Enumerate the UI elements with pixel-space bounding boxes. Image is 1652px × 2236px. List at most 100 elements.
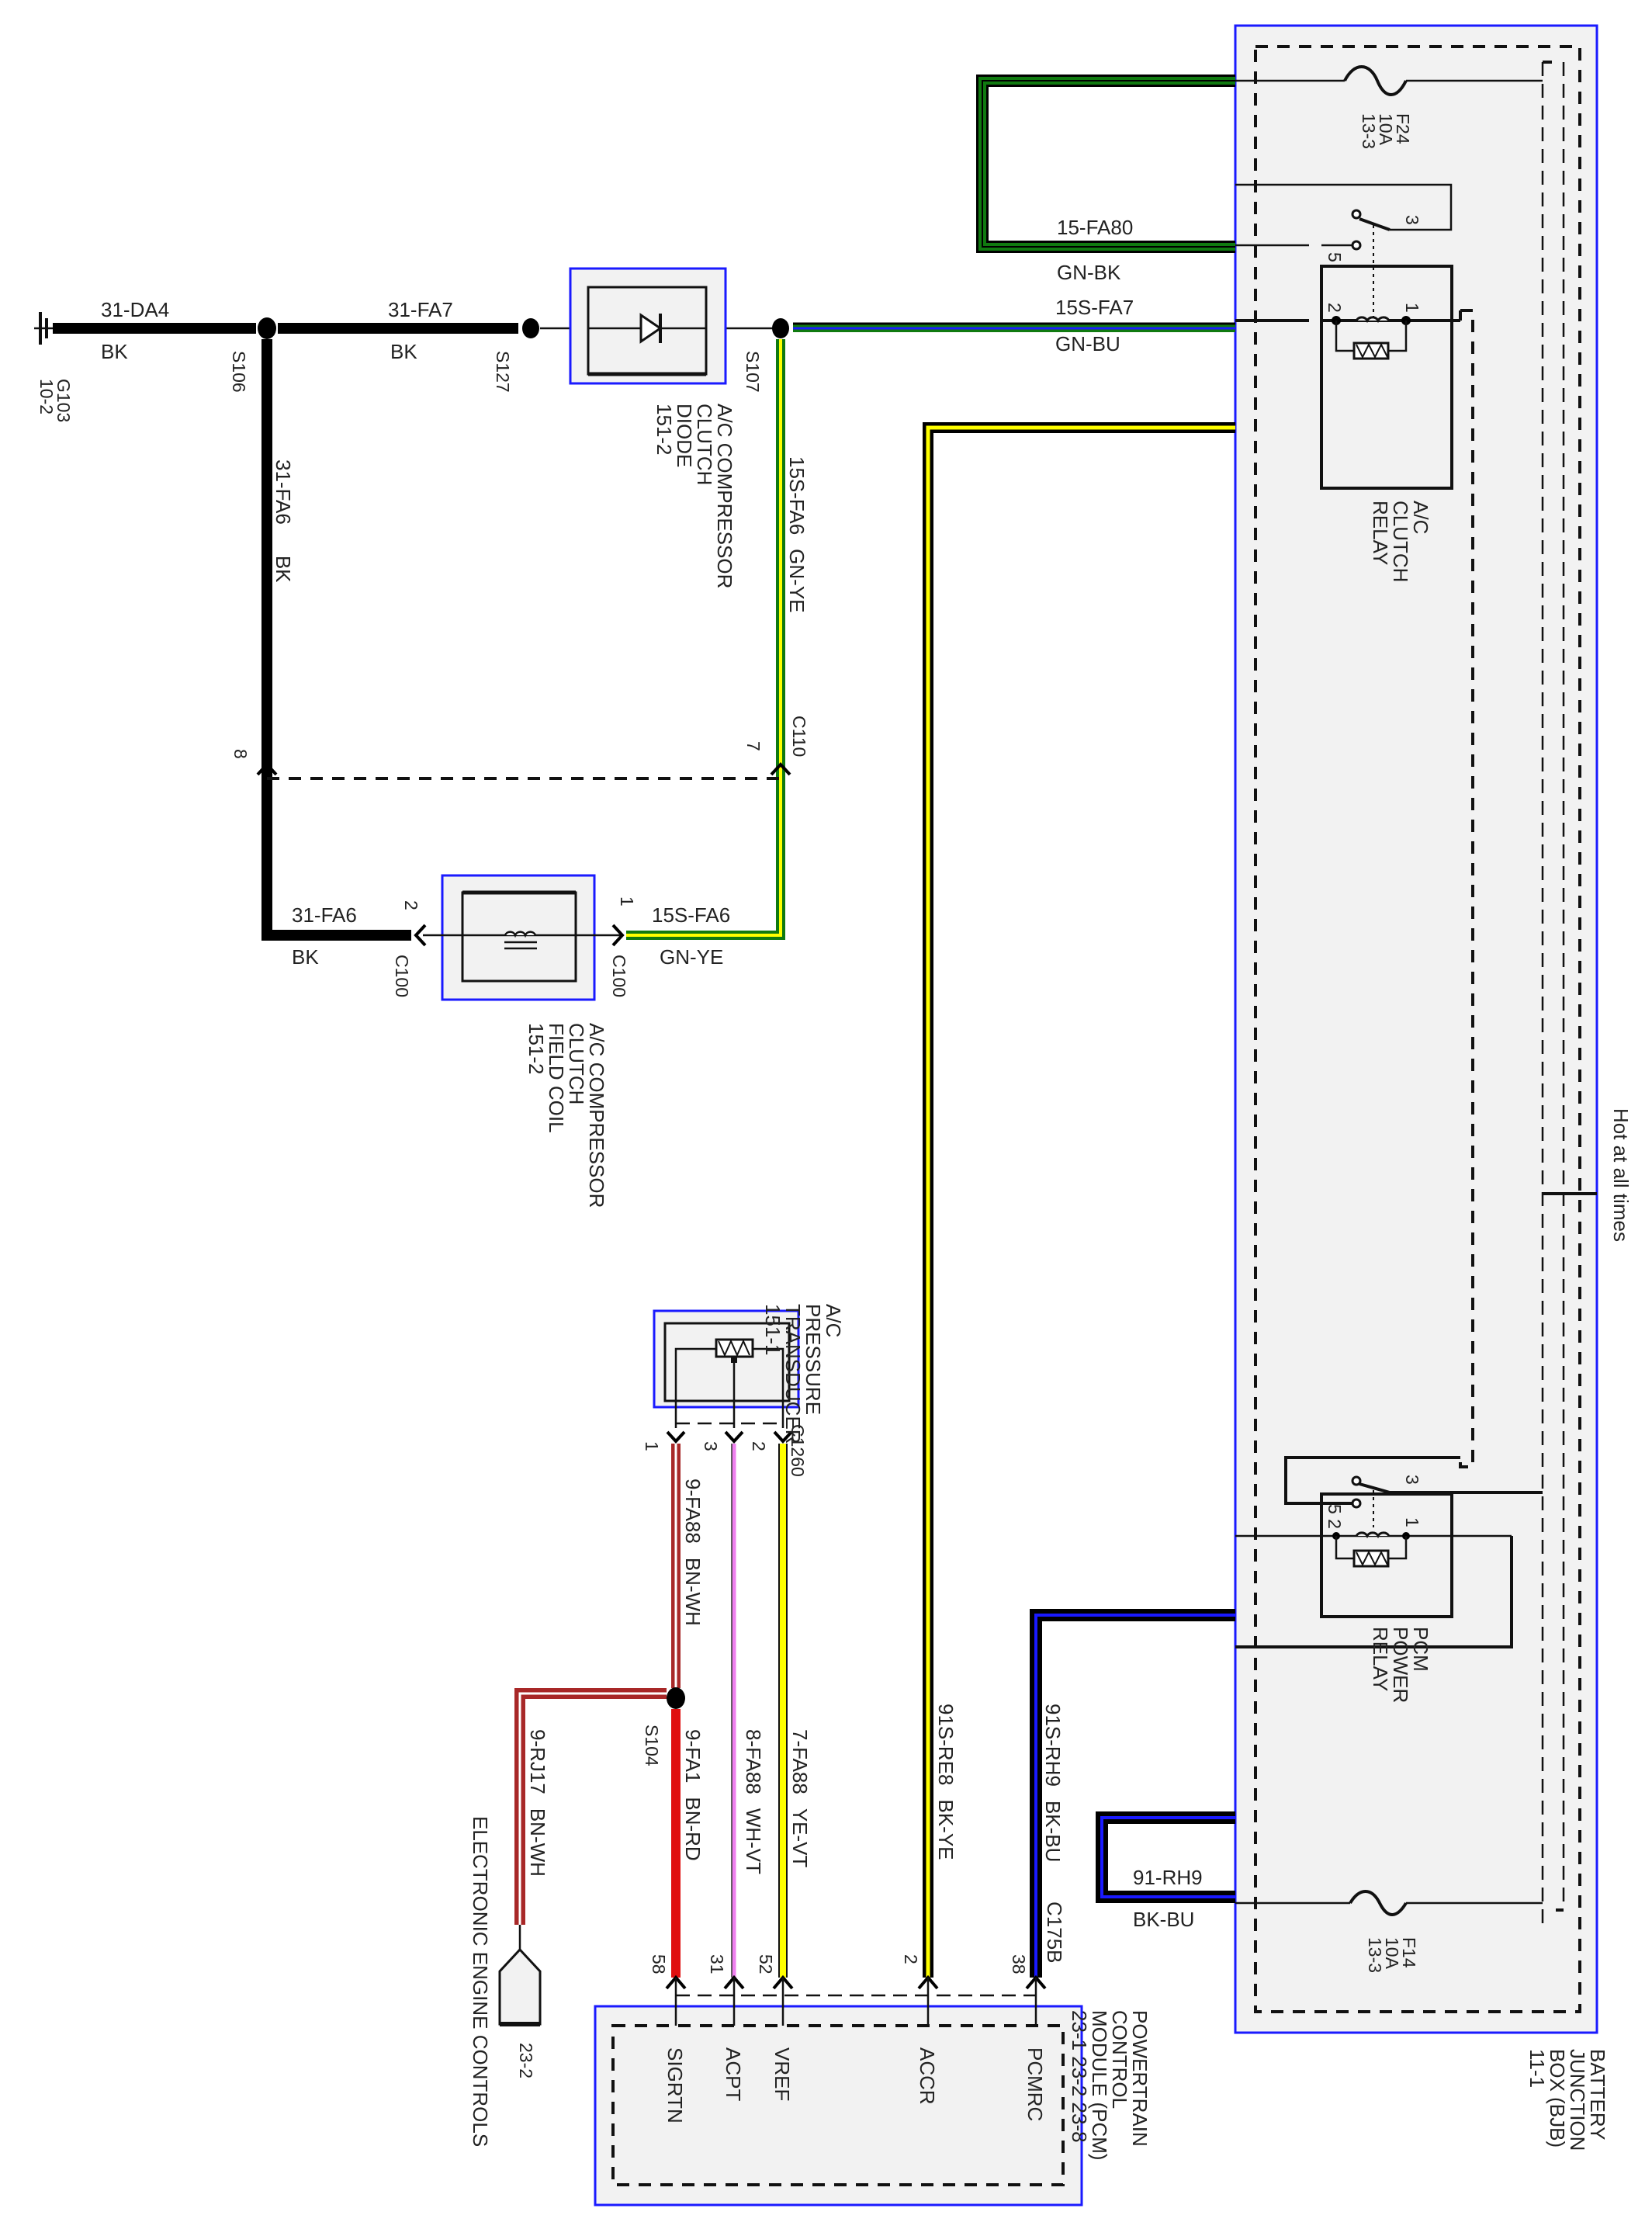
svg-text:BOX (BJB): BOX (BJB): [1546, 2049, 1569, 2148]
svg-text:PRESSURE: PRESSURE: [802, 1304, 825, 1415]
pcm-pin-name: VREF: [771, 2047, 794, 2101]
svg-text:PCM: PCM: [1409, 1627, 1432, 1672]
svg-text:11-1: 11-1: [1526, 2049, 1549, 2088]
c100-left-label: C100: [392, 955, 412, 997]
svg-text:10-2: 10-2: [36, 379, 57, 414]
svg-text:DIODE: DIODE: [673, 404, 696, 467]
wire-15s-fa6-circuit: 15S-FA6: [652, 903, 730, 927]
wire-15s-fa7[interactable]: [793, 322, 1235, 332]
ground-g103-label: G103 10-2: [36, 379, 74, 422]
pcm-power-relay[interactable]: [1235, 1456, 1543, 1648]
wire-31-fa6[interactable]: [261, 339, 411, 941]
splice-s106-label: S106: [229, 351, 249, 393]
svg-text:F14: F14: [1399, 1937, 1419, 1968]
wire-31-fa6-circuit: 31-FA6: [292, 903, 357, 927]
wire-91-rh9-color: BK-BU: [1133, 1908, 1194, 1931]
bjb-label: BATTERY JUNCTION BOX (BJB) 11-1: [1526, 2049, 1609, 2151]
fuse-f24-label: F24 10A 13-3: [1359, 113, 1413, 149]
svg-text:CONTROL: CONTROL: [1108, 2010, 1131, 2109]
wire-91s-re8-label: 91S-RE8BK-YE: [934, 1704, 958, 1860]
pcm-relay-label: PCM POWER RELAY: [1369, 1627, 1432, 1703]
svg-text:23-1 23-2 23-8: 23-1 23-2 23-8: [1068, 2010, 1091, 2143]
fuse-f24[interactable]: [1235, 65, 1543, 96]
pcm-pin-number: 58: [649, 1954, 669, 1974]
wire-31-da4-circuit: 31-DA4: [101, 298, 169, 321]
wire-31-fa7-color: BK: [390, 340, 417, 363]
c1260-pin-1: 1: [642, 1441, 662, 1451]
svg-text:1: 1: [1402, 303, 1422, 313]
connector-c110[interactable]: [256, 762, 791, 780]
wire-8-fa88[interactable]: [731, 1444, 736, 1978]
wire-91-rh9[interactable]: [1096, 1811, 1235, 1903]
pcm-pin-name: ACCR: [916, 2047, 939, 2105]
wire-91s-rh9[interactable]: [1030, 1609, 1235, 1978]
ac-pressure-transducer[interactable]: [653, 1309, 800, 1444]
powertrain-control-module[interactable]: [594, 1994, 1083, 2207]
svg-text:A/C: A/C: [1409, 501, 1432, 534]
eec-connector-icon[interactable]: [498, 1947, 542, 2026]
svg-text:BATTERY: BATTERY: [1586, 2049, 1609, 2141]
wire-91s-re8[interactable]: [923, 422, 1235, 1978]
svg-text:CLUTCH: CLUTCH: [565, 1023, 588, 1104]
svg-text:JUNCTION: JUNCTION: [1566, 2049, 1589, 2151]
wire-15s-fa7-color: GN-BU: [1055, 332, 1120, 355]
c110-pin-8: 8: [230, 749, 251, 759]
battery-junction-box[interactable]: [1234, 24, 1598, 2034]
svg-text:2: 2: [1325, 303, 1345, 313]
svg-text:RELAY: RELAY: [1369, 1627, 1392, 1691]
wire-15-fa80-circuit: 15-FA80: [1057, 216, 1133, 239]
wire-15-fa80[interactable]: [976, 75, 1235, 253]
ground-g103: [34, 312, 53, 345]
wire-31-fa7-circuit: 31-FA7: [388, 298, 453, 321]
c100-right-label: C100: [609, 955, 629, 997]
svg-text:1: 1: [1402, 1517, 1422, 1527]
ac-compressor-clutch-diode[interactable]: [540, 267, 776, 385]
wire-7-fa88-label: 7-FA88YE-VT: [788, 1729, 812, 1868]
ac-clutch-relay[interactable]: [1235, 183, 1474, 1468]
pcm-pin-number: 2: [901, 1954, 921, 1964]
pcm-pin-name: PCMRC: [1023, 2047, 1047, 2121]
wire-15s-fa6[interactable]: [626, 339, 785, 940]
wire-9-fa88-label: 9-FA88BN-WH: [681, 1479, 705, 1626]
pcm-pin-name: ACPT: [722, 2047, 745, 2101]
transducer-label: A/C PRESSURE TRANSDUCER 151-1: [761, 1304, 845, 1444]
splice-s104-label: S104: [642, 1725, 662, 1766]
wire-8-fa88-label: 8-FA88WH-VT: [742, 1729, 765, 1874]
svg-text:CLUTCH: CLUTCH: [1389, 501, 1412, 582]
svg-text:A/C: A/C: [822, 1304, 845, 1337]
svg-text:3: 3: [1402, 1475, 1422, 1485]
svg-text:151-2: 151-2: [653, 404, 676, 456]
pcm-pin-number: 31: [707, 1954, 727, 1974]
splice-s127-label: S127: [493, 351, 513, 393]
fuse-f14[interactable]: [1235, 1890, 1543, 1916]
ac-compressor-clutch-field-coil[interactable]: [414, 874, 625, 1001]
c110-pin-7: 7: [743, 741, 764, 751]
wire-15-fa80-color: GN-BK: [1057, 261, 1121, 284]
wire-91s-rh9-label: 91S-RH9BK-BU: [1041, 1704, 1065, 1862]
svg-text:151-1: 151-1: [761, 1304, 784, 1356]
svg-text:G103: G103: [54, 379, 74, 422]
field-coil-label: A/C COMPRESSOR CLUTCH FIELD COIL 151-2: [525, 1023, 608, 1208]
ac-relay-label: A/C CLUTCH RELAY: [1369, 501, 1432, 582]
connector-c175b: C175B: [1043, 1901, 1066, 1964]
splice-s104: [667, 1687, 685, 1709]
c100-pin-1: 1: [617, 896, 637, 907]
wire-31-da4-color: BK: [101, 340, 128, 363]
wire-15s-fa6-color: GN-YE: [660, 945, 723, 969]
svg-text:A/C COMPRESSOR: A/C COMPRESSOR: [585, 1023, 608, 1208]
wire-9-rj17[interactable]: [514, 1688, 667, 1950]
wire-9-rj17-label: 9-RJ17BN-WH: [526, 1729, 549, 1877]
splice-s107: [772, 318, 789, 338]
pcm-label: POWERTRAIN CONTROL MODULE (PCM) 23-1 23-…: [1068, 2010, 1152, 2161]
splice-s127: [522, 318, 539, 338]
hot-at-all-times-label: Hot at all times: [1609, 1108, 1633, 1242]
eec-label: ELECTRONIC ENGINE CONTROLS: [469, 1816, 492, 2147]
eec-ref: 23-2: [516, 2043, 536, 2078]
wire-9-fa1-label: 9-FA1BN-RD: [681, 1729, 705, 1861]
